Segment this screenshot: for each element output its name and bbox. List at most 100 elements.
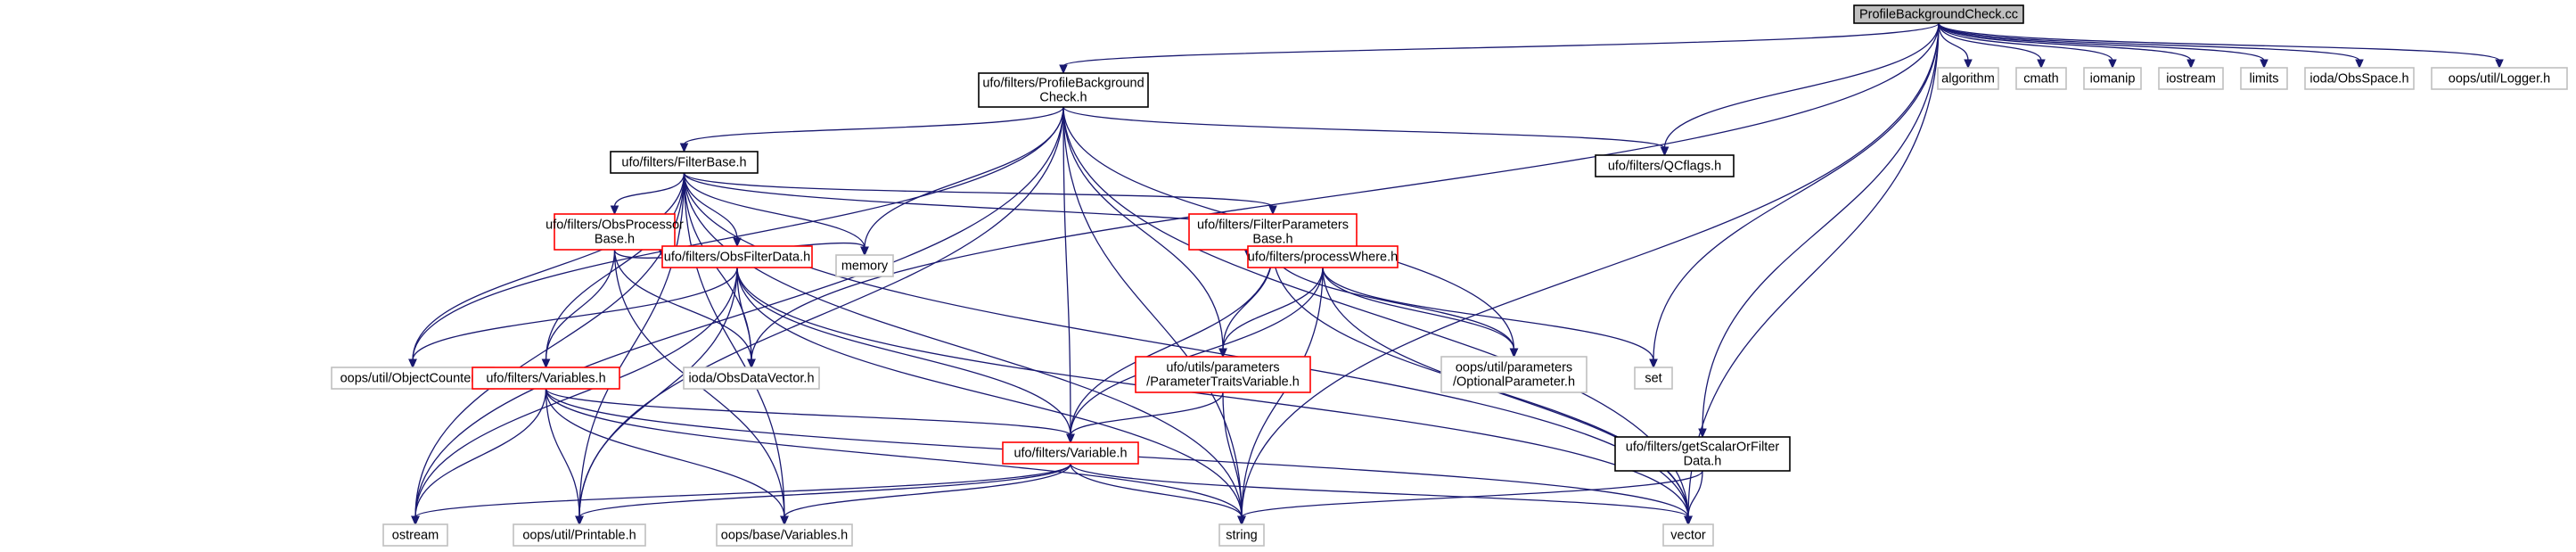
node-box-vector <box>1662 523 1714 547</box>
edge-paramtraits-to-variable <box>1070 391 1224 436</box>
arrowhead-obsproc-to-variables <box>541 358 551 369</box>
edge-variable-to-oopsvars <box>783 463 1071 518</box>
node-box-getscalar[interactable] <box>1614 436 1791 472</box>
node-processwhere[interactable]: ufo/filters/processWhere.h <box>1247 245 1399 268</box>
node-box-string <box>1218 523 1265 547</box>
node-label-root-line0: ProfileBackgroundCheck.cc <box>1859 8 2018 22</box>
arrowhead-variable-to-ostream <box>411 515 420 526</box>
node-box-obsproc[interactable] <box>554 213 676 251</box>
edge-root-to-set <box>1653 22 1940 361</box>
arrowhead-obsproc-to-memory <box>860 246 869 257</box>
edge-filterbase-to-vector <box>683 172 1689 518</box>
node-box-logger <box>2431 67 2568 90</box>
node-box-obsfilter[interactable] <box>661 245 813 268</box>
edge-filterbase-to-filterparams <box>683 172 1274 208</box>
node-paramtraits[interactable]: ufo/utils/parameters/ParameterTraitsVari… <box>1135 356 1311 393</box>
edge-processwhere-to-paramtraits <box>1222 267 1324 350</box>
edge-pbc_h-to-qcflags <box>1062 106 1666 149</box>
node-box-limits <box>2240 67 2288 90</box>
arrowhead-variable-to-oopsvars <box>780 515 789 526</box>
node-printable: oops/util/Printable.h <box>513 523 646 547</box>
node-qcflags[interactable]: ufo/filters/QCflags.h <box>1595 154 1735 177</box>
node-box-variable[interactable] <box>1002 441 1139 465</box>
node-iostream: iostream <box>2158 67 2224 90</box>
node-box-set <box>1634 367 1673 390</box>
node-label-iostream-line0: iostream <box>2166 72 2216 87</box>
arrowhead-root-to-logger <box>2495 59 2504 70</box>
arrowhead-obsfilter-to-iodavec <box>747 358 756 369</box>
node-box-processwhere[interactable] <box>1247 245 1399 268</box>
node-box-pbc_h[interactable] <box>978 72 1149 108</box>
edges-layer <box>408 22 2504 526</box>
edge-obsfilter-to-iodavec <box>736 267 752 361</box>
edge-obsfilter-to-variable <box>736 267 1071 436</box>
node-label-optparam-line0: oops/util/parameters <box>1456 361 1572 375</box>
node-optparam: oops/util/parameters/OptionalParameter.h <box>1440 356 1587 393</box>
edge-filterparams-to-optparam <box>1272 249 1515 350</box>
arrowhead-pbc_h-to-qcflags <box>1660 146 1669 157</box>
edge-variables-to-ostream <box>414 388 547 518</box>
node-box-ostream <box>382 523 448 547</box>
nodes-layer: ProfileBackgroundCheck.cc ufo/filters/Pro… <box>331 4 2568 547</box>
edge-processwhere-to-variable <box>1070 267 1324 436</box>
node-set: set <box>1634 367 1673 390</box>
arrowhead-root-to-getscalar <box>1698 428 1707 439</box>
edge-variable-to-vector <box>1070 463 1689 518</box>
arrowhead-root-to-obsspace <box>2355 59 2364 70</box>
arrowhead-processwhere-to-optparam <box>1509 348 1519 358</box>
node-label-filterparams-line1: Base.h <box>1252 233 1292 247</box>
node-label-getscalar-line1: Data.h <box>1684 455 1722 469</box>
node-obsfilter[interactable]: ufo/filters/ObsFilterData.h <box>661 245 813 268</box>
node-vector: vector <box>1662 523 1714 547</box>
edge-filterbase-to-variables <box>545 172 685 361</box>
node-memory: memory <box>835 254 894 277</box>
edge-pbc_h-to-ostream <box>414 106 1064 518</box>
node-label-variable-line0: ufo/filters/Variable.h <box>1013 447 1127 461</box>
edge-root-to-pbc_h <box>1062 22 1940 67</box>
node-box-root <box>1853 4 2024 24</box>
node-box-variables[interactable] <box>472 367 620 390</box>
node-box-filterparams[interactable] <box>1188 213 1358 251</box>
edge-obsproc-to-iodavec <box>613 249 752 361</box>
node-box-obsspace <box>2304 67 2415 90</box>
node-box-optparam <box>1440 356 1587 393</box>
edge-variables-to-string <box>545 388 1243 518</box>
edge-filterbase-to-obsfilter <box>683 172 738 240</box>
node-algorithm: algorithm <box>1937 67 1999 90</box>
node-box-paramtraits[interactable] <box>1135 356 1311 393</box>
node-iodavec: ioda/ObsDataVector.h <box>683 367 820 390</box>
node-label-obsproc-line1: Base.h <box>595 233 635 247</box>
edge-obsfilter-to-ostream <box>414 267 738 518</box>
edge-variable-to-string <box>1070 463 1243 518</box>
node-label-logger-line0: oops/util/Logger.h <box>2449 72 2550 87</box>
edge-processwhere-to-set <box>1322 267 1654 361</box>
edge-root-to-getscalar <box>1702 22 1940 431</box>
node-root: ProfileBackgroundCheck.cc <box>1853 4 2024 24</box>
node-variables[interactable]: ufo/filters/Variables.h <box>472 367 620 390</box>
edge-root-to-iodavec <box>751 22 1940 361</box>
edge-pbc_h-to-vector <box>1062 106 1689 518</box>
node-variable[interactable]: ufo/filters/Variable.h <box>1002 441 1139 465</box>
node-box-qcflags[interactable] <box>1595 154 1735 177</box>
node-label-obsproc-line0: ufo/filters/ObsProcessor <box>546 218 684 233</box>
node-filterbase[interactable]: ufo/filters/FilterBase.h <box>610 151 759 174</box>
node-box-oopsvars <box>716 523 853 547</box>
node-pbc_h[interactable]: ufo/filters/ProfileBackgroundCheck.h <box>978 72 1149 108</box>
edge-paramtraits-to-string <box>1222 391 1243 518</box>
edge-filterbase-to-memory <box>683 172 866 249</box>
edge-pbc_h-to-paramtraits <box>1062 106 1224 350</box>
arrowhead-pbc_h-to-filterbase <box>679 143 689 153</box>
arrowhead-root-to-iomanip <box>2108 59 2117 70</box>
node-box-iostream <box>2158 67 2224 90</box>
node-box-filterbase[interactable] <box>610 151 759 174</box>
edge-obsfilter-to-objcounter <box>412 267 738 361</box>
edge-pbc_h-to-objcounter <box>412 106 1064 361</box>
edge-filterbase-to-oopsvars <box>683 172 785 518</box>
edge-root-to-string <box>1241 22 1940 518</box>
edge-filterbase-to-string <box>683 172 1243 518</box>
node-label-iomanip-line0: iomanip <box>2090 72 2136 87</box>
edge-root-to-qcflags <box>1663 22 1940 149</box>
